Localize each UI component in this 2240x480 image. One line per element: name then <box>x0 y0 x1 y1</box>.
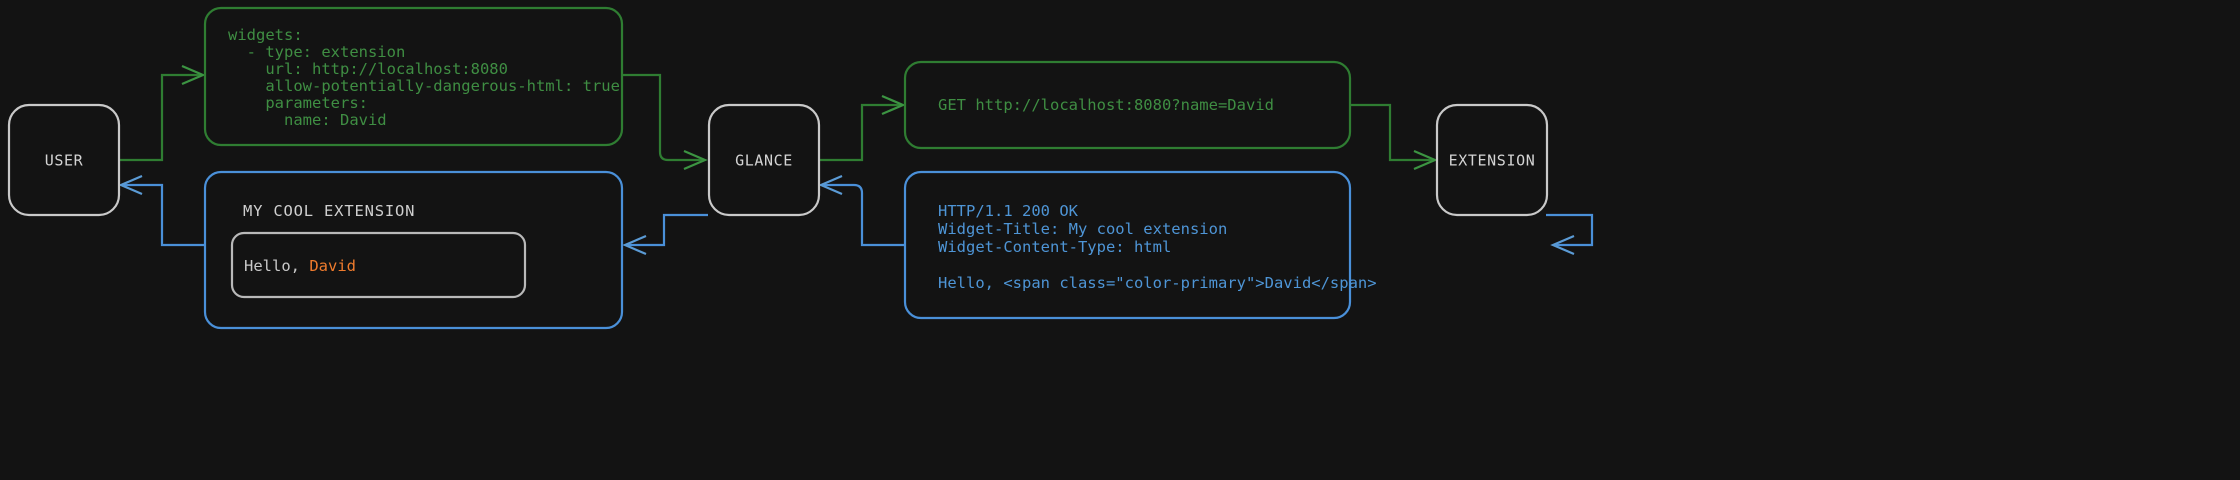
edge-extension-to-response <box>1546 213 1594 256</box>
node-extension[interactable]: EXTENSION <box>1435 103 1549 217</box>
node-glance-label: GLANCE <box>735 152 793 170</box>
panel-config[interactable]: widgets: - type: extension url: http://l… <box>203 6 624 147</box>
edge-config-to-glance <box>622 73 708 171</box>
config-line-3: allow-potentially-dangerous-html: true <box>228 77 620 95</box>
edge-widget-to-user <box>118 174 205 247</box>
edge-request-to-extension <box>1350 103 1438 171</box>
node-extension-label: EXTENSION <box>1449 152 1536 170</box>
widget-body-accent: David <box>309 257 356 275</box>
response-line-4: Hello, <span class="color-primary">David… <box>938 274 1377 292</box>
panel-request[interactable]: GET http://localhost:8080?name=David <box>903 60 1352 150</box>
config-line-5: name: David <box>228 111 387 129</box>
config-line-1: - type: extension <box>228 43 405 61</box>
edge-user-to-config <box>118 64 206 162</box>
node-glance[interactable]: GLANCE <box>707 103 821 217</box>
config-line-0: widgets: <box>228 26 303 44</box>
widget-body-prefix: Hello, <box>244 257 309 275</box>
config-line-2: url: http://localhost:8080 <box>228 60 508 78</box>
edge-glance-to-widget <box>622 213 708 256</box>
node-user[interactable]: USER <box>7 103 121 217</box>
panel-response[interactable]: HTTP/1.1 200 OK Widget-Title: My cool ex… <box>903 170 1377 320</box>
widget-inner-card <box>230 231 527 299</box>
response-line-1: Widget-Title: My cool extension <box>938 220 1227 238</box>
widget-body-text: Hello, David <box>244 257 356 275</box>
node-user-label: USER <box>45 152 84 170</box>
edge-glance-to-request <box>818 94 906 162</box>
edge-response-to-glance <box>818 174 905 247</box>
panel-rendered-widget[interactable]: MY COOL EXTENSION Hello, David <box>203 170 624 330</box>
response-line-0: HTTP/1.1 200 OK <box>938 202 1079 220</box>
request-line-0: GET http://localhost:8080?name=David <box>938 96 1274 114</box>
widget-title: MY COOL EXTENSION <box>243 202 415 220</box>
config-line-4: parameters: <box>228 94 368 112</box>
response-line-2: Widget-Content-Type: html <box>938 238 1171 256</box>
